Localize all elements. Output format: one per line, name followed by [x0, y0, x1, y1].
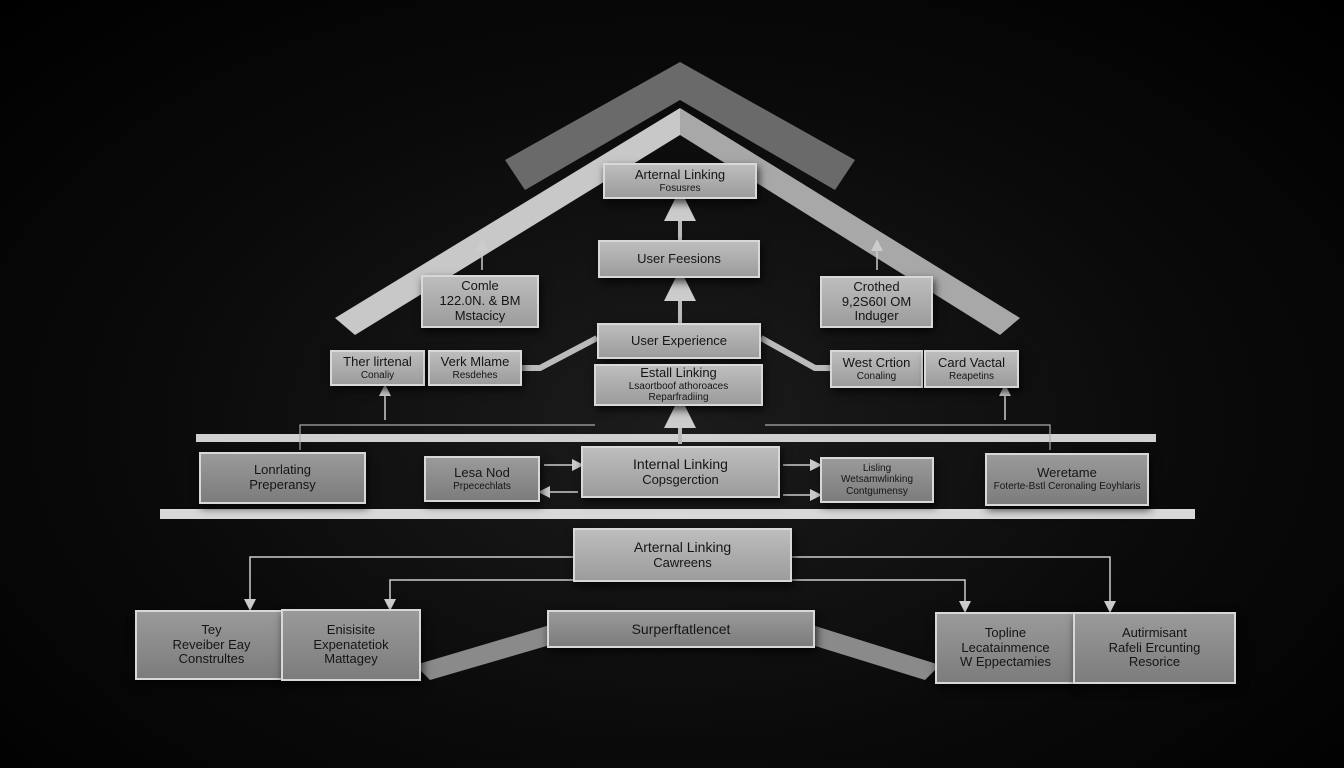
sub: Reapetins — [948, 370, 995, 382]
platform-upper — [196, 434, 1156, 442]
line: 9,2S60I OM — [841, 293, 912, 309]
arrow — [792, 556, 1116, 613]
line: Resorice — [1128, 654, 1181, 670]
roof-right — [680, 108, 1020, 335]
title: Lonrlating — [253, 462, 312, 478]
base-ramp-left — [415, 625, 550, 680]
title: Ther lirtenal — [343, 353, 412, 369]
user-experience-label: User Experience — [630, 332, 728, 348]
top-node-title: Arternal Linking — [634, 166, 726, 182]
line: Mattagey — [324, 651, 378, 667]
sub: Resdehes — [452, 369, 498, 381]
sub: Conaling — [856, 370, 897, 382]
user-sessions-label: User Feesions — [637, 250, 721, 266]
title: Lesa Nod — [454, 464, 510, 480]
line: Reparfradiing — [648, 392, 709, 404]
arrow — [792, 579, 971, 613]
line: Reveiber Eay — [172, 636, 251, 652]
sub: Prpecechlats — [453, 480, 511, 492]
line: Rafeli Ercunting — [1108, 639, 1201, 655]
base-node[interactable]: Surperftatlencet — [547, 610, 815, 648]
line: Lecatainmence — [961, 639, 1050, 655]
line: Comle — [461, 278, 499, 294]
arrow — [384, 579, 573, 611]
sub: Copsgerction — [642, 471, 719, 487]
title: Internal Linking — [633, 456, 728, 473]
connector — [522, 335, 599, 371]
top-node[interactable]: Arternal Linking Fosusres — [603, 163, 757, 199]
title: Weretame — [1037, 465, 1097, 481]
base-ramp-right — [812, 625, 940, 680]
title: Verk Mlame — [440, 353, 510, 369]
line: W Eppectamies — [959, 654, 1052, 670]
line: Lsaortboof athoroaces — [628, 380, 729, 392]
line: Autirmisant — [1121, 624, 1188, 640]
base-label: Surperftatlencet — [631, 620, 731, 637]
line: Expenatetiok — [313, 636, 389, 652]
connector — [759, 335, 830, 371]
roof-back — [505, 62, 855, 190]
estall-linking-node[interactable]: Estall Linking Lsaortboof athoroaces Rep… — [594, 364, 763, 406]
sub: Wetsamwlinking Contgumensy — [840, 474, 914, 497]
line: Enisisite — [326, 621, 376, 637]
top-node-sub: Fosusres — [659, 182, 701, 194]
title: Lisling — [862, 462, 892, 474]
user-sessions-node[interactable]: User Feesions — [598, 240, 760, 278]
line: Topline — [984, 624, 1027, 640]
right-roof-node[interactable]: Crothed 9,2S60I OM Induger — [820, 276, 933, 328]
line: Crothed — [853, 278, 900, 294]
sub: Conaliy — [360, 369, 395, 381]
user-experience-node[interactable]: User Experience — [597, 323, 761, 359]
line: Induger — [854, 308, 899, 324]
connector-line — [765, 424, 1051, 450]
sub: Cawreens — [653, 554, 712, 570]
sub: Foterte-Bstl Ceronaling Eoyhlaris — [993, 481, 1141, 493]
connector-line — [299, 424, 595, 450]
platform-lower — [160, 509, 1195, 519]
left-roof-node[interactable]: Comle 122.0N. & BM Mstacicy — [421, 275, 539, 328]
title: Estall Linking — [640, 365, 717, 381]
line: Tey — [201, 621, 222, 637]
title: Card Vactal — [938, 354, 1005, 370]
title: Arternal Linking — [633, 539, 732, 556]
line: Mstacicy — [454, 307, 506, 323]
title: West Crtion — [842, 354, 911, 370]
line: 122.0N. & BM — [439, 293, 521, 309]
line: Construltes — [178, 651, 245, 667]
sub: Preperansy — [249, 477, 316, 492]
arrow — [244, 556, 573, 611]
